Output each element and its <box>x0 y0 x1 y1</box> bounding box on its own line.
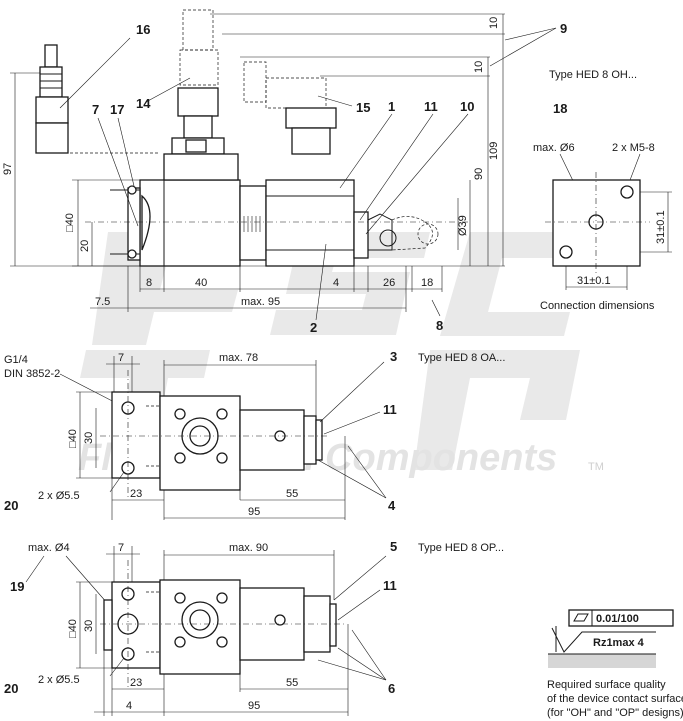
dim-max-90: max. 90 <box>229 542 268 554</box>
caption-port-g14: G1/4 <box>4 354 28 366</box>
dim-max-78: max. 78 <box>219 352 258 364</box>
plug-connector-14 <box>171 9 225 155</box>
side-view: 10 10 109 90 9 97 16 <box>2 9 567 335</box>
dim-30-op: 30 <box>83 620 95 632</box>
callout-18: 18 <box>553 101 567 116</box>
dim-square-40-oa: □40 <box>67 429 79 448</box>
callout-6: 6 <box>388 681 395 696</box>
knurled-zone <box>243 216 261 232</box>
dim-31-vertical: 31±0.1 <box>655 210 667 244</box>
dim-55-oa: 55 <box>286 488 298 500</box>
caption-type-oa: Type HED 8 OA... <box>418 352 505 364</box>
dim-diameter-39: Ø39 <box>457 215 469 236</box>
callout-8: 8 <box>436 318 443 333</box>
callout-9: 9 <box>560 21 567 36</box>
dim-7-op: 7 <box>118 542 124 554</box>
callout-11-op: 11 <box>383 578 397 593</box>
callout-20-op: 20 <box>4 681 18 696</box>
callout-10: 10 <box>460 99 474 114</box>
dim-23-op: 23 <box>130 677 142 689</box>
caption-connection: Connection dimensions <box>540 300 655 312</box>
dim-90: 90 <box>473 168 485 180</box>
dim-2x-d55-op: 2 x Ø5.5 <box>38 674 80 686</box>
surface-caption-line3: (for "OH" and "OP" designs) <box>547 707 683 719</box>
callout-17: 17 <box>110 102 124 117</box>
dim-7: 7 <box>118 352 124 364</box>
dim-10-lower: 10 <box>473 61 485 73</box>
dim-8: 8 <box>146 277 152 289</box>
dim-max-95: max. 95 <box>241 296 280 308</box>
callout-2: 2 <box>310 320 317 335</box>
callout-20-oa: 20 <box>4 498 18 513</box>
plug-connector-16 <box>35 44 160 154</box>
dim-95-op: 95 <box>248 700 260 712</box>
caption-type-op: Type HED 8 OP... <box>418 542 504 554</box>
surface-caption-line2: of the device contact surface <box>547 693 683 705</box>
roughness-value: Rz1max 4 <box>593 637 645 649</box>
dim-40: 40 <box>195 277 207 289</box>
callout-11-oa: 11 <box>383 402 397 417</box>
callout-19: 19 <box>10 579 24 594</box>
dim-26: 26 <box>383 277 395 289</box>
dim-4: 4 <box>333 277 339 289</box>
watermark-tm: TM <box>588 461 604 473</box>
dim-95-oa: 95 <box>248 506 260 518</box>
callout-3: 3 <box>390 349 397 364</box>
callout-5: 5 <box>390 539 397 554</box>
dim-18: 18 <box>421 277 433 289</box>
dim-square-40: □40 <box>64 213 76 232</box>
dim-square-40-op: □40 <box>67 619 79 638</box>
dim-55-op: 55 <box>286 677 298 689</box>
surface-quality-symbol: 0.01/100 Rz1max 4 Required surface quali… <box>547 609 683 719</box>
callout-14: 14 <box>136 96 151 111</box>
caption-din: DIN 3852-2 <box>4 368 60 380</box>
surface-caption-line1: Required surface quality <box>547 679 666 691</box>
caption-type-oh: Type HED 8 OH... <box>549 69 637 81</box>
dim-4-op: 4 <box>126 700 132 712</box>
dim-7-5: 7.5 <box>95 296 110 308</box>
callout-4: 4 <box>388 498 396 513</box>
dim-97: 97 <box>2 163 14 175</box>
type-oa-view: Type HED 8 OA... 3 G1/4 DIN 3852-2 7 max… <box>4 349 505 520</box>
dim-30-oa: 30 <box>83 432 95 444</box>
flatness-tolerance: 0.01/100 <box>596 613 639 625</box>
callout-15: 15 <box>356 100 370 115</box>
callout-7: 7 <box>92 102 99 117</box>
connection-dimensions-view: Type HED 8 OH... 18 max. Ø6 2 x M5-8 31±… <box>533 69 672 312</box>
dim-10-upper: 10 <box>488 17 500 29</box>
type-op-view: Type HED 8 OP... 5 max. Ø4 19 7 max. 90 <box>4 539 504 716</box>
dim-2x-m5: 2 x M5-8 <box>612 142 655 154</box>
dim-109: 109 <box>488 142 500 160</box>
dim-max-d6: max. Ø6 <box>533 142 575 154</box>
callout-1: 1 <box>388 99 395 114</box>
dim-2x-d55-oa: 2 x Ø5.5 <box>38 490 80 502</box>
dim-20: 20 <box>79 240 91 252</box>
dim-max-d4: max. Ø4 <box>28 542 70 554</box>
dim-31-horizontal: 31±0.1 <box>577 275 611 287</box>
callout-11-top: 11 <box>424 99 438 114</box>
callout-16: 16 <box>136 22 150 37</box>
plug-connector-15 <box>243 61 337 155</box>
dim-23-oa: 23 <box>130 488 142 500</box>
